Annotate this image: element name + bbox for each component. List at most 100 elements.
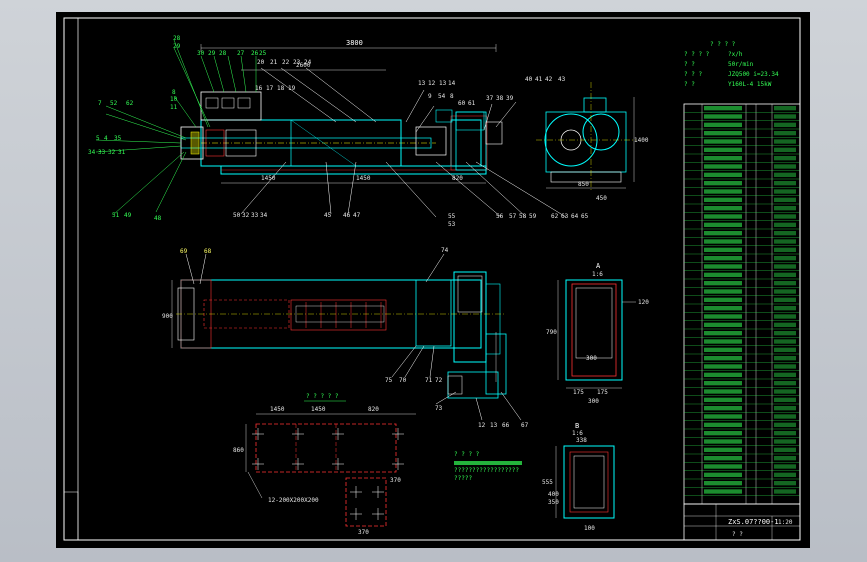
- parts-row-text: [704, 472, 742, 477]
- balloon-57: 57: [509, 213, 517, 220]
- balloon-8b: 8: [450, 93, 454, 100]
- balloon-13: 13: [418, 80, 426, 87]
- title-block: ZxS.07??00-1 1:20 ? ?: [683, 503, 801, 541]
- balloon-50: 50: [233, 212, 241, 219]
- section-a-callout: 120: [638, 299, 649, 306]
- packing-gland: [205, 129, 225, 157]
- parts-row-material: [774, 214, 796, 219]
- parts-row-text: [704, 356, 742, 361]
- section-a-height: 790: [546, 329, 557, 336]
- balloon-46: 46: [343, 212, 351, 219]
- spec-value-3: Y160L-4 15kW: [728, 81, 772, 88]
- balloon-26: 26: [251, 50, 259, 57]
- end-dim-height: 1400: [634, 137, 649, 144]
- balloon-51: 51: [112, 212, 120, 219]
- parts-row-material: [774, 189, 796, 194]
- parts-row-text: [704, 122, 742, 127]
- balloon-30: 30: [197, 50, 205, 57]
- end-view: 850 1400 450: [536, 82, 649, 202]
- base-dim-3: 820: [452, 175, 463, 182]
- balloon-23: 23: [293, 59, 301, 66]
- section-a: A 1:6 790 175 175 300 300 120: [546, 262, 649, 405]
- parts-row-text: [704, 456, 742, 461]
- parts-row-material: [774, 264, 796, 269]
- drawing-sheet: 3800 2600 1450 1450 820: [63, 17, 801, 541]
- balloon-74: 74: [441, 247, 449, 254]
- parts-row-material: [774, 206, 796, 211]
- plan-screw-section: [290, 299, 387, 331]
- parts-row-material: [774, 372, 796, 377]
- parts-row-text: [704, 131, 742, 136]
- spec-value-0: ?x/h: [728, 51, 743, 58]
- parts-row-text: [704, 489, 742, 494]
- balloon-34: 34: [88, 149, 96, 156]
- section-a-w2: 175: [597, 389, 608, 396]
- parts-row-material: [774, 122, 796, 127]
- spec-label-3: ? ?: [684, 81, 695, 88]
- parts-row-text: [704, 181, 742, 186]
- parts-row-material: [774, 181, 796, 186]
- balloon-13c: 13: [490, 422, 498, 429]
- parts-row-material: [774, 131, 796, 136]
- balloon-13b: 13: [439, 80, 447, 87]
- balloon-27: 27: [237, 50, 245, 57]
- balloon-28: 28: [173, 35, 181, 42]
- title-block-frame: [683, 503, 801, 541]
- plan-screw-flights: [305, 302, 382, 328]
- parts-row-material: [774, 331, 796, 336]
- drawing-number: ZxS.07??00-1: [728, 518, 779, 526]
- parts-row-material: [774, 381, 796, 386]
- parts-row-material: [774, 156, 796, 161]
- parts-row-material: [774, 172, 796, 177]
- balloon-21: 21: [270, 59, 278, 66]
- tech-notes-footer: ?????: [454, 475, 472, 482]
- parts-row-material: [774, 489, 796, 494]
- parts-row-text: [704, 297, 742, 302]
- parts-row-material: [774, 222, 796, 227]
- balloon-60: 60: [458, 100, 466, 107]
- parts-row-material: [774, 239, 796, 244]
- section-a-opening: [575, 287, 613, 359]
- end-base: [550, 171, 622, 183]
- section-a-outer: [565, 279, 623, 381]
- balloon-29a: 29: [173, 43, 181, 50]
- balloon-49: 49: [124, 212, 132, 219]
- end-dim-width: 850: [578, 181, 589, 188]
- drawing-canvas[interactable]: 3800 2600 1450 1450 820: [56, 12, 810, 548]
- balloon-56: 56: [496, 213, 504, 220]
- balloon-39: 39: [506, 95, 514, 102]
- feed-hopper: [200, 91, 262, 121]
- section-b: B 1:6 338 555 400 350 100: [542, 422, 615, 532]
- parts-row-text: [704, 281, 742, 286]
- balloon-19: 19: [288, 85, 296, 92]
- foundation-dim-3: 820: [368, 406, 379, 413]
- section-b-top-dim: 338: [576, 437, 587, 444]
- plan-reducer-gear: [457, 275, 483, 313]
- parts-row-material: [774, 147, 796, 152]
- parts-row-text: [704, 156, 742, 161]
- balloon-18: 18: [277, 85, 285, 92]
- binding-box: [63, 491, 79, 541]
- section-b-height2: 400: [548, 491, 559, 498]
- motor-flange: [485, 121, 503, 145]
- parts-row-text: [704, 422, 742, 427]
- foundation-block-main: [255, 423, 397, 473]
- balloon-66: 66: [502, 422, 510, 429]
- drawing-sheet: ? ?: [732, 531, 743, 538]
- anchor-note: 12-200X200X200: [268, 497, 319, 504]
- balloon-28b: 28: [219, 50, 227, 57]
- parts-row-material: [774, 314, 796, 319]
- balloon-8: 8: [172, 89, 176, 96]
- plan-coupling-box: [415, 279, 452, 347]
- tech-notes-line-text: ??????????????????: [454, 467, 519, 474]
- parts-row-text: [704, 381, 742, 386]
- parts-row-material: [774, 322, 796, 327]
- anchor-note-leader: [247, 471, 263, 499]
- parts-row-text: [704, 147, 742, 152]
- parts-row-text: [704, 222, 742, 227]
- spec-value-2: JZQ500 i=23.34: [728, 71, 779, 78]
- left-bearing: [190, 131, 200, 155]
- foundation-dim-4: 860: [233, 447, 244, 454]
- plan-width-label: 900: [162, 313, 173, 320]
- balloon-31: 31: [118, 149, 126, 156]
